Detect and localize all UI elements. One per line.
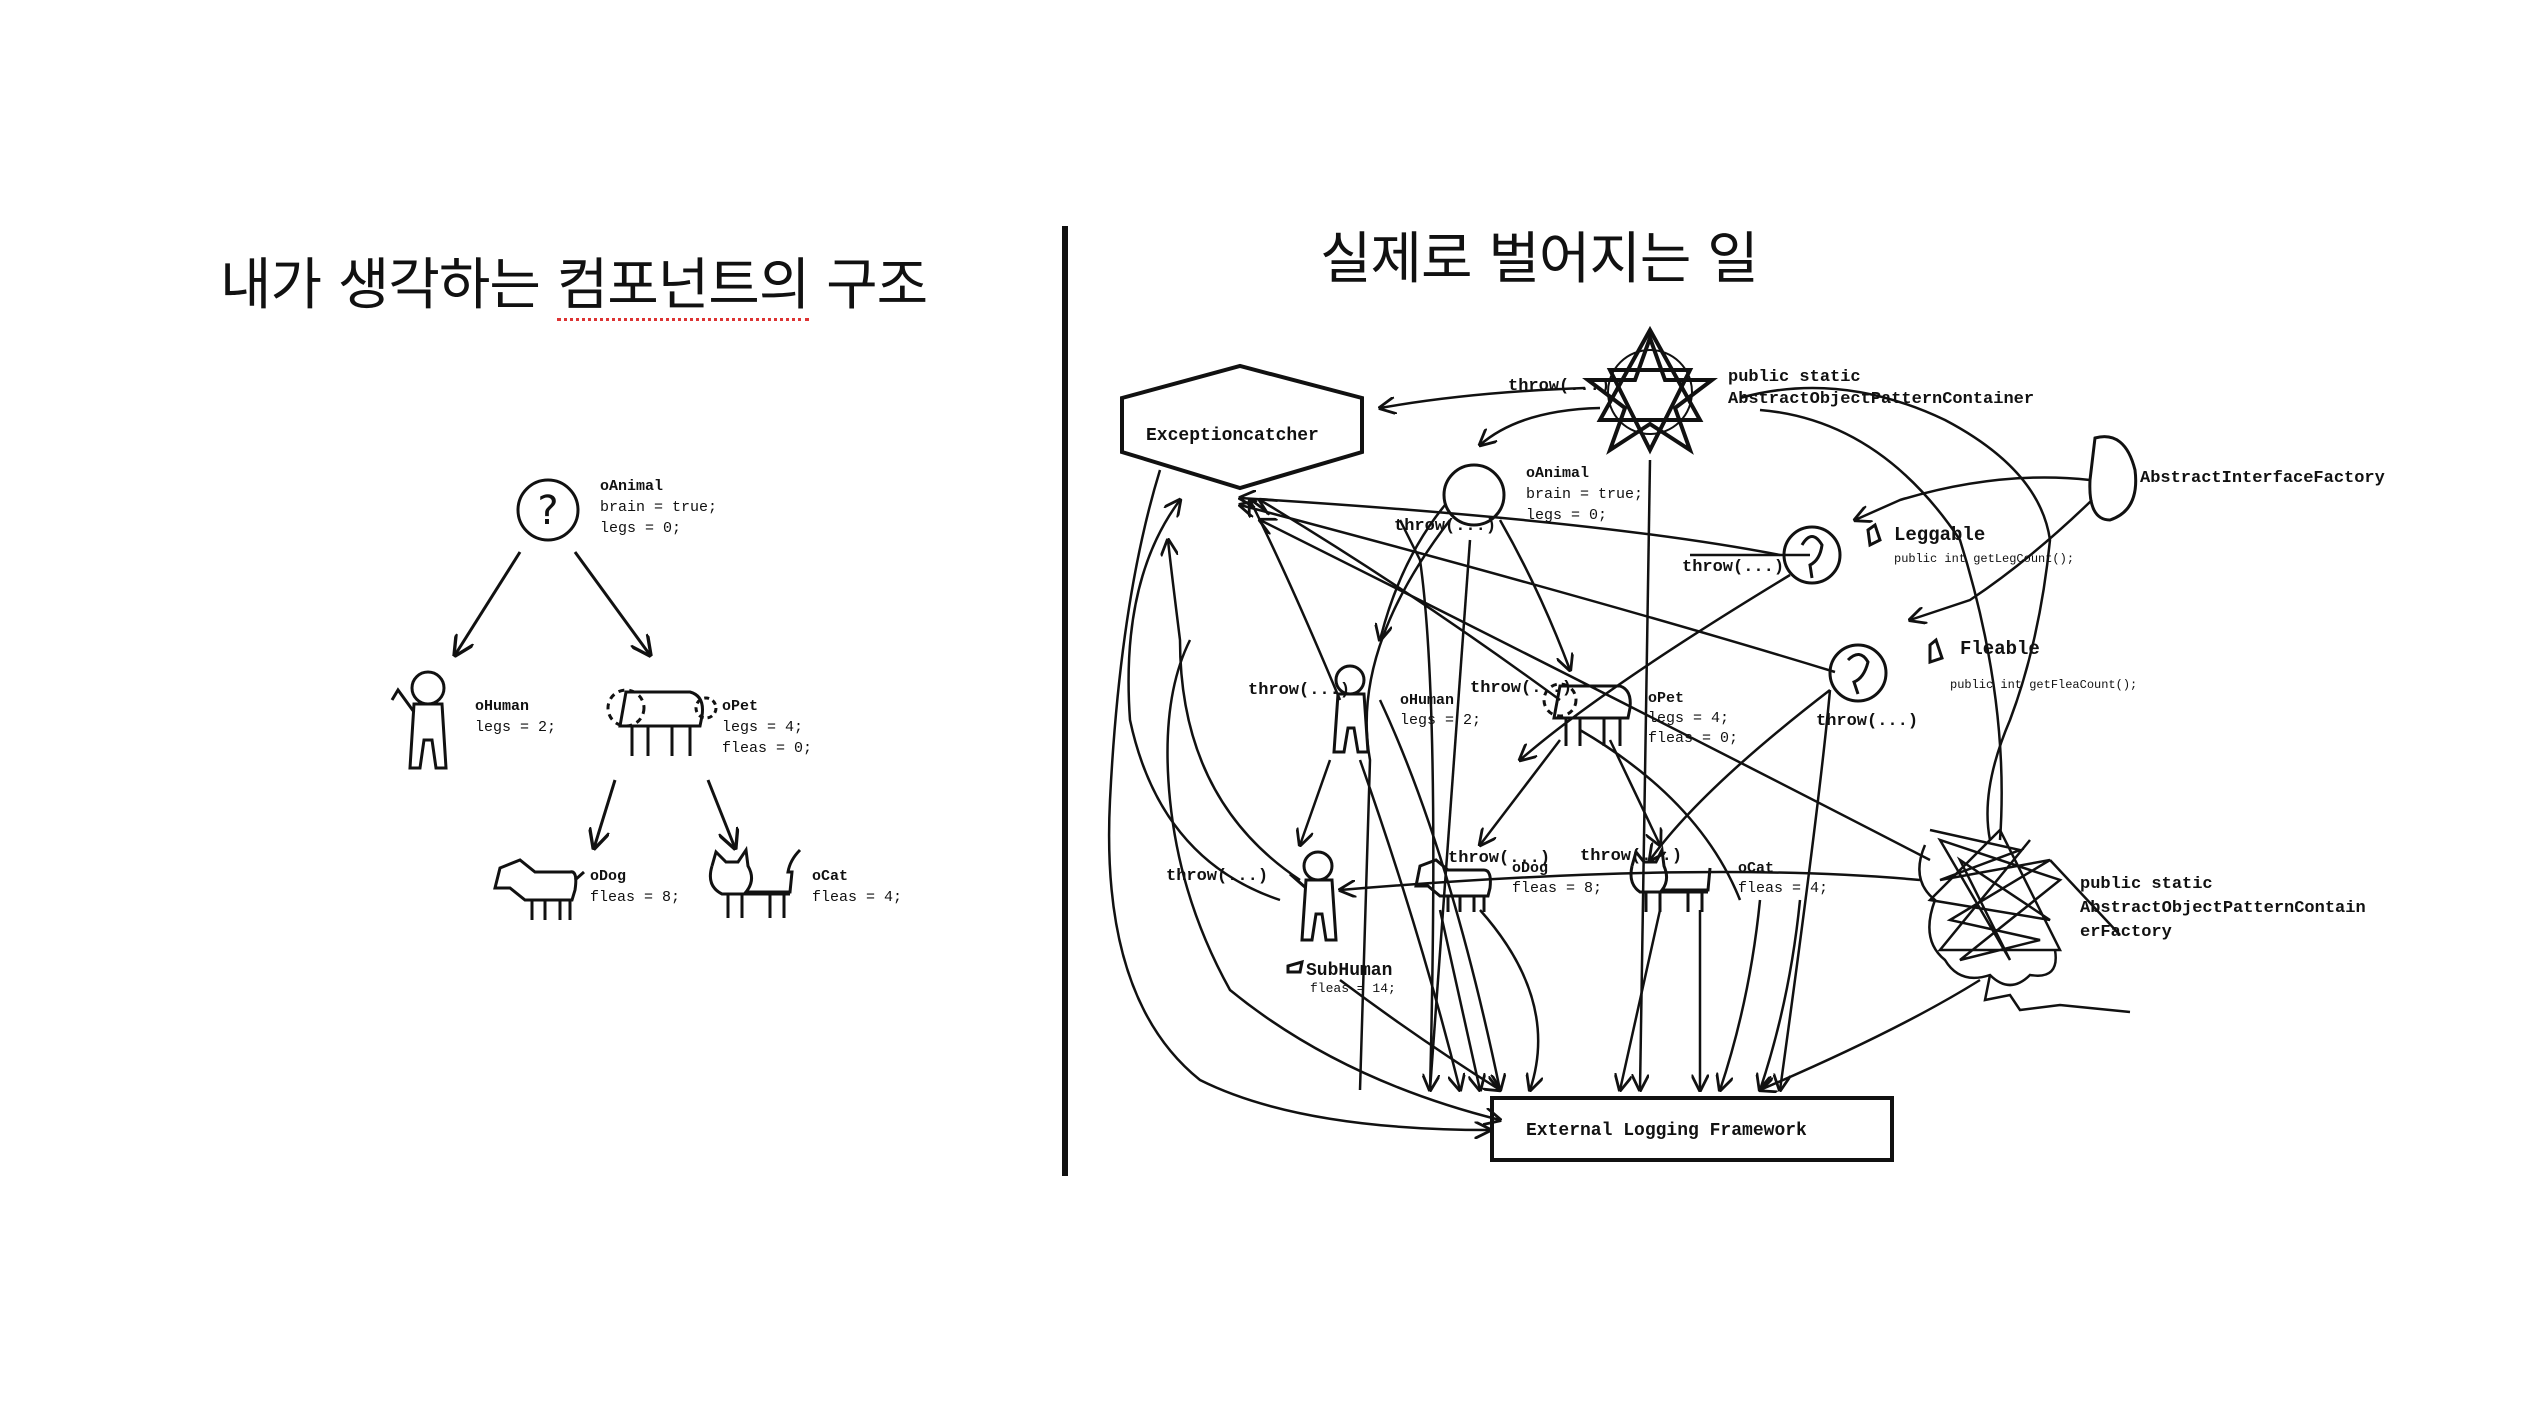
throw-label-1: throw(...) [1508,377,1610,396]
subhuman-figure-icon [1286,850,1338,974]
left-title: 내가 생각하는 컴포넌트의 구조 [220,240,928,321]
right-human-prop-1: legs = 2; [1400,712,1481,729]
right-animal-name: oAnimal [1526,465,1589,482]
right-diagram-labels: Exceptioncatcher public static AbstractO… [1146,368,2385,1141]
star-icon [1582,325,1718,455]
left-human-name: oHuman [475,698,529,715]
right-cat-name: oCat [1738,860,1774,877]
arrow-animal-human [455,551,522,655]
tangled-scribble-icon [1918,827,2131,1014]
leggable-method: public int getLegCount(); [1894,552,2074,566]
leggable-mark [1800,535,1824,579]
container-factory-line1: public static [2080,875,2213,894]
dog-figure-icon [493,858,585,920]
throw-label-6: throw(...) [1816,712,1918,731]
left-cat-prop-1: fleas = 4; [812,889,902,906]
right-dog-name: oDog [1512,860,1548,877]
left-pet-prop-1: legs = 4; [722,719,803,736]
fleable-mark [1846,653,1870,695]
arrow-pet-cat [706,779,735,848]
fleable-icon [1828,643,1888,703]
animal-node-icon [516,478,580,542]
throw-label-3: throw(...) [1682,558,1784,577]
left-diagram: ? [390,478,802,920]
throw-label-7: throw(...) [1166,867,1268,886]
right-pet-figure-icon [1542,682,1632,746]
subhuman-name: SubHuman [1306,961,1392,981]
fleable-drop-icon [1928,637,1944,665]
left-title-underlined: 컴포넌트의 [556,253,810,321]
center-divider [1062,226,1068,1176]
right-diagram [1107,325,2138,1162]
left-diagram-labels: oAnimal brain = true; legs = 0; oHuman l… [475,478,902,906]
left-human-prop-1: legs = 2; [475,719,556,736]
interface-factory-icon [2088,435,2138,522]
exception-catcher-box [1120,363,1364,491]
container-label-line2: AbstractObjectPatternContainer [1728,390,2034,409]
right-animal-prop-2: legs = 0; [1526,507,1607,524]
logging-framework-box [1490,1096,1894,1162]
container-label-line1: public static [1728,368,1861,387]
throw-label-8: throw(...) [1448,849,1550,868]
left-dog-name: oDog [590,868,626,885]
arrow-pet-dog [594,779,617,848]
left-pet-prop-2: fleas = 0; [722,740,812,757]
container-factory-line3: erFactory [2080,923,2172,942]
pet-figure-icon [606,688,718,756]
exception-catcher-label: Exceptioncatcher [1146,426,1319,446]
right-title: 실제로 벌어지는 일 [1320,227,1759,292]
logging-framework-label: External Logging Framework [1526,1121,1807,1141]
subhuman-prop-1: fleas = 14; [1310,981,1396,996]
right-dog-figure-icon [1414,858,1492,912]
throw-label-2: throw(...) [1394,517,1496,536]
right-dog-prop-1: fleas = 8; [1512,880,1602,897]
right-pet-prop-2: fleas = 0; [1648,730,1738,747]
fleable-method: public int getFleaCount(); [1950,678,2137,692]
container-factory-line2: AbstractObjectPatternContain [2080,899,2366,918]
right-human-figure-icon [1332,664,1370,754]
left-pet-name: oPet [722,698,758,715]
throw-label-5: throw(...) [1470,679,1572,698]
arrow-animal-pet [573,551,650,655]
tangled-arrows [1107,386,2093,1130]
leggable-drop-icon [1866,522,1882,548]
left-dog-prop-1: fleas = 8; [590,889,680,906]
throw-label-9: throw(...) [1580,847,1682,866]
right-pet-name: oPet [1648,690,1684,707]
right-node-labels: oAnimal brain = true; legs = 0; oHuman l… [1306,465,1828,996]
fleable-label: Fleable [1960,638,2040,660]
right-human-name: oHuman [1400,692,1454,709]
left-animal-prop-2: legs = 0; [600,520,681,537]
left-title-tail: 구조 [809,253,928,318]
throw-label-4: throw(...) [1248,681,1350,700]
left-cat-name: oCat [812,868,848,885]
right-animal-prop-1: brain = true; [1526,486,1643,503]
human-figure-icon [390,670,448,770]
leggable-label: Leggable [1894,524,1985,546]
left-title-text: 내가 생각하는 [220,253,557,318]
right-pet-prop-1: legs = 4; [1648,710,1729,727]
animal-question-mark: ? [537,488,558,534]
right-cat-prop-1: fleas = 4; [1738,880,1828,897]
left-animal-name: oAnimal [600,478,663,495]
interface-factory-label: AbstractInterfaceFactory [2140,469,2385,488]
cat-figure-icon [708,845,802,918]
left-animal-prop-1: brain = true; [600,499,717,516]
throw-labels: throw(...) throw(...) throw(...) throw(.… [1166,377,1918,886]
right-animal-icon [1442,463,1506,527]
